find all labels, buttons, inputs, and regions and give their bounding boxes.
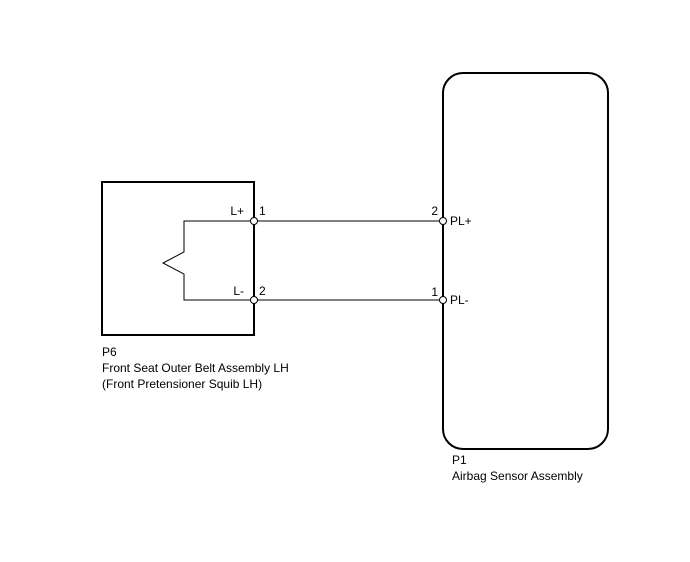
sensor-component-name: Airbag Sensor Assembly (452, 469, 583, 483)
squib-symbol (161, 220, 254, 301)
p1-pin1-signal-label: PL- (450, 293, 469, 307)
p6-pin2-signal-label: L- (233, 284, 244, 298)
p6-pin2-number-label: 2 (259, 284, 266, 298)
squib-component-subname: (Front Pretensioner Squib LH) (102, 377, 262, 391)
p1-pin2-number-label: 2 (431, 204, 438, 218)
terminal-p6-1 (250, 217, 258, 225)
p1-pin2-signal-label: PL+ (450, 214, 472, 228)
sensor-component-box (442, 72, 609, 450)
squib-component-box (101, 181, 255, 336)
sensor-component-ref: P1 (452, 453, 467, 467)
p1-pin1-number-label: 1 (431, 285, 438, 299)
p6-pin1-signal-label: L+ (230, 204, 244, 218)
terminal-p6-2 (250, 296, 258, 304)
terminal-p1-1 (439, 296, 447, 304)
squib-component-ref: P6 (102, 345, 117, 359)
squib-component-name: Front Seat Outer Belt Assembly LH (102, 361, 289, 375)
terminal-p1-2 (439, 217, 447, 225)
p6-pin1-number-label: 1 (259, 204, 266, 218)
